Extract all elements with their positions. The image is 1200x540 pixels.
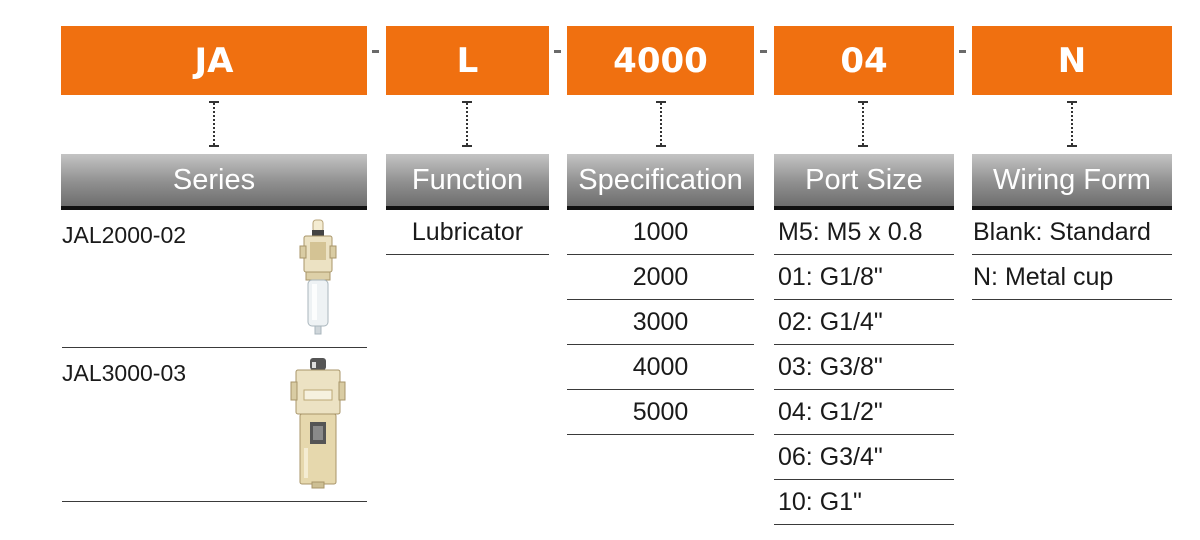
- port-size-item: 06: G3/4": [774, 435, 954, 480]
- header-wiring-form-label: Wiring Form: [993, 163, 1151, 196]
- header-series: Series: [61, 154, 367, 210]
- series-row: JAL3000-03: [62, 348, 367, 502]
- code-box-series: JA: [61, 26, 367, 95]
- series-row: JAL2000-02: [62, 210, 367, 348]
- code-box-specification: 4000: [567, 26, 754, 95]
- connector-function: [462, 101, 472, 147]
- header-specification-label: Specification: [578, 163, 743, 196]
- specification-item-label: 2000: [632, 262, 689, 291]
- wiring-form-item-label: N: Metal cup: [973, 262, 1114, 291]
- specification-item: 3000: [567, 300, 754, 345]
- separator-dash: [554, 50, 561, 53]
- specification-item-label: 5000: [632, 397, 689, 426]
- port-size-item: 02: G1/4": [774, 300, 954, 345]
- header-function: Function: [386, 154, 549, 210]
- port-size-item-label: 06: G3/4": [778, 442, 883, 471]
- specification-item-label: 1000: [632, 217, 689, 246]
- port-size-item: 10: G1": [774, 480, 954, 525]
- port-size-item: 03: G3/8": [774, 345, 954, 390]
- wiring-form-item: N: Metal cup: [972, 255, 1172, 300]
- connector-series: [209, 101, 219, 147]
- header-function-label: Function: [411, 163, 524, 196]
- code-box-wiring-form: N: [972, 26, 1172, 95]
- specification-item: 1000: [567, 210, 754, 255]
- code-series: JA: [194, 40, 234, 81]
- function-item: Lubricator: [386, 210, 549, 255]
- separator-dash: [959, 50, 966, 53]
- lubricator-small-icon: [299, 219, 337, 335]
- header-port-size-label: Port Size: [805, 163, 923, 196]
- header-port-size: Port Size: [774, 154, 954, 210]
- code-box-port-size: 04: [774, 26, 954, 95]
- port-size-item-label: 10: G1": [778, 487, 862, 516]
- series-item-label: JAL2000-02: [62, 222, 187, 248]
- code-wiring-form: N: [1057, 40, 1087, 81]
- connector-specification: [656, 101, 666, 147]
- port-size-item-label: 04: G1/2": [778, 397, 883, 426]
- code-function: L: [456, 40, 479, 81]
- specification-item-label: 4000: [632, 352, 689, 381]
- separator-dash: [372, 50, 379, 53]
- code-specification: 4000: [613, 40, 708, 81]
- specification-item: 5000: [567, 390, 754, 435]
- port-size-item-label: 03: G3/8": [778, 352, 883, 381]
- connector-wiring-form: [1067, 101, 1077, 147]
- specification-item-label: 3000: [632, 307, 689, 336]
- function-item-label: Lubricator: [411, 217, 524, 246]
- header-specification: Specification: [567, 154, 754, 210]
- wiring-form-item: Blank: Standard: [972, 210, 1172, 255]
- port-size-item-label: 02: G1/4": [778, 307, 883, 336]
- port-size-item: 04: G1/2": [774, 390, 954, 435]
- port-size-item: M5: M5 x 0.8: [774, 210, 954, 255]
- series-item-label: JAL3000-03: [62, 360, 187, 386]
- specification-item: 2000: [567, 255, 754, 300]
- wiring-form-item-label: Blank: Standard: [973, 217, 1151, 246]
- specification-item: 4000: [567, 345, 754, 390]
- header-series-label: Series: [172, 163, 256, 196]
- connector-port-size: [858, 101, 868, 147]
- separator-dash: [760, 50, 767, 53]
- header-wiring-form: Wiring Form: [972, 154, 1172, 210]
- code-box-function: L: [386, 26, 549, 95]
- port-size-item-label: M5: M5 x 0.8: [778, 217, 923, 246]
- lubricator-large-icon: [290, 358, 346, 489]
- code-port-size: 04: [840, 40, 888, 81]
- port-size-item-label: 01: G1/8": [778, 262, 883, 291]
- port-size-item: 01: G1/8": [774, 255, 954, 300]
